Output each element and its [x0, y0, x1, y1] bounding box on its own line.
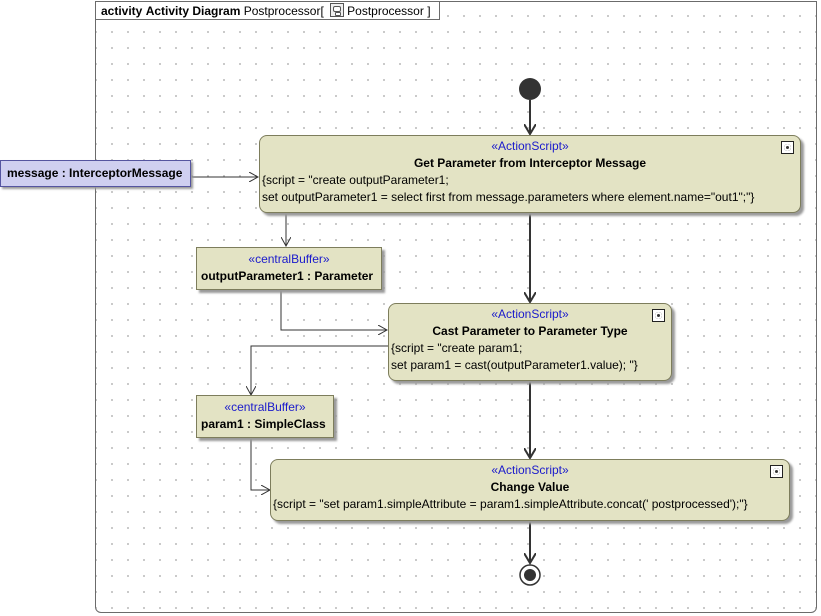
- final-node-inner: [524, 569, 536, 581]
- action-name: Cast Parameter to Parameter Type: [432, 324, 628, 338]
- action-name: Get Parameter from Interceptor Message: [413, 156, 647, 170]
- bracket-close: ]: [427, 4, 431, 18]
- action-script-line: {script = "create param1;: [391, 341, 523, 355]
- object-flow-buffer1: [280, 290, 387, 330]
- diagram-header: activity Activity Diagram Postprocessor[…: [95, 1, 440, 20]
- object-flow-param1: [251, 345, 388, 395]
- central-buffer-param1[interactable]: «centralBuffer» param1 : SimpleClass: [196, 395, 334, 438]
- buffer-name: param1 : SimpleClass: [201, 417, 326, 431]
- diagram-owner: Postprocessor: [347, 4, 424, 18]
- input-pin-message[interactable]: message : InterceptorMessage: [0, 160, 191, 187]
- action-change-value[interactable]: «ActionScript» Change Value {script = "s…: [270, 459, 790, 521]
- initial-node: [519, 78, 541, 100]
- object-flow-buffer2: [250, 438, 270, 490]
- activity-icon: [330, 3, 345, 17]
- action-cast-parameter[interactable]: «ActionScript» Cast Parameter to Paramet…: [388, 303, 672, 381]
- diagram-type: Activity Diagram: [145, 4, 241, 18]
- action-name: Change Value: [490, 480, 570, 494]
- action-script-line: {script = "set param1.simpleAttribute = …: [273, 497, 748, 511]
- action-stereotype: «ActionScript»: [491, 139, 569, 153]
- action-script-line: {script = "create outputParameter1;: [262, 173, 449, 187]
- action-script-icon: [770, 465, 783, 478]
- buffer-stereotype: «centralBuffer»: [248, 252, 330, 266]
- buffer-name: outputParameter1 : Parameter: [201, 269, 374, 283]
- central-buffer-output-parameter[interactable]: «centralBuffer» outputParameter1 : Param…: [196, 247, 382, 290]
- diagram-name: Postprocessor: [243, 4, 321, 18]
- action-script-line: set outputParameter1 = select first from…: [262, 190, 755, 204]
- action-stereotype: «ActionScript»: [491, 307, 569, 321]
- buffer-stereotype: «centralBuffer»: [224, 400, 306, 414]
- bracket-open: [: [320, 4, 324, 18]
- action-script-icon: [652, 309, 665, 322]
- action-get-parameter[interactable]: «ActionScript» Get Parameter from Interc…: [259, 135, 801, 213]
- action-script-line: set param1 = cast(outputParameter1.value…: [391, 358, 638, 372]
- diagram-keyword: activity: [101, 4, 143, 18]
- action-stereotype: «ActionScript»: [491, 463, 569, 477]
- pin-label: message : InterceptorMessage: [7, 166, 183, 180]
- action-script-icon: [781, 141, 794, 154]
